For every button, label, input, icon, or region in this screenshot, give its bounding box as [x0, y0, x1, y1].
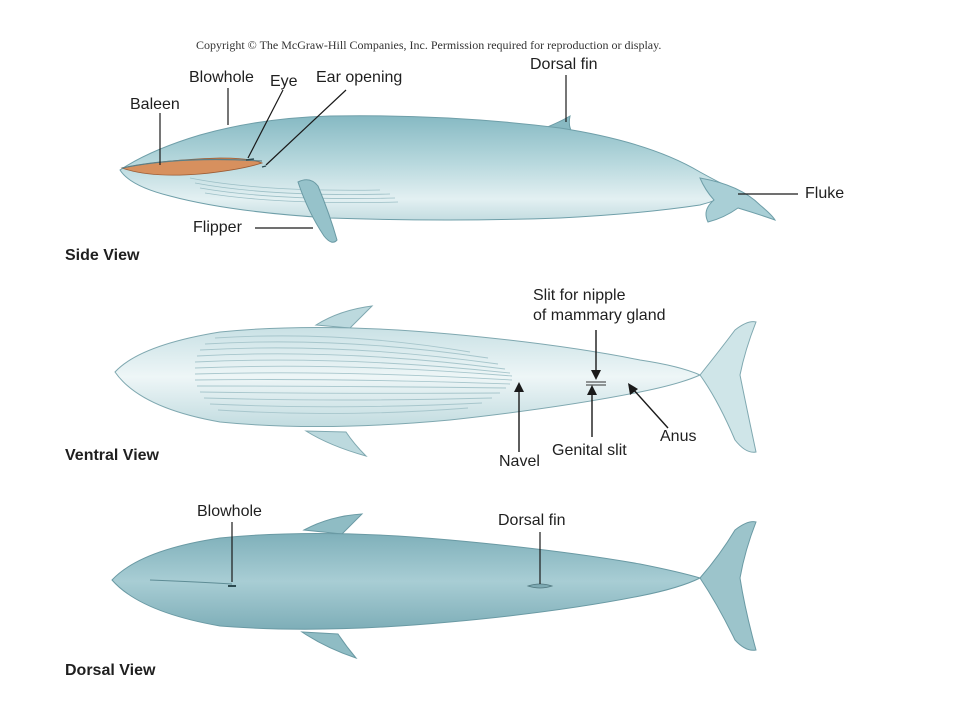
copyright-notice: Copyright © The McGraw-Hill Companies, I…: [196, 38, 662, 52]
side-view-whale: [119, 114, 777, 243]
ventral-bottom-flipper: [304, 430, 368, 457]
label-ventral-nipple-slit-1: Slit for nipple: [533, 287, 626, 304]
side-throat-grooves: [189, 177, 399, 203]
label-ventral-nipple-slit-2: of mammary gland: [533, 307, 666, 324]
dorsal-fluke: [699, 521, 757, 651]
ventral-top-flipper: [314, 305, 374, 329]
side-leader-lines: [159, 75, 798, 229]
side-fluke: [699, 177, 777, 223]
dorsal-bottom-flipper: [300, 631, 358, 660]
dorsal-leader-lines: [231, 522, 541, 584]
label-ventral-navel: Navel: [499, 453, 540, 470]
dorsal-view-title: Dorsal View: [65, 662, 156, 679]
ventral-throat-grooves: [194, 335, 513, 415]
label-dorsal-blowhole: Blowhole: [197, 503, 262, 520]
label-side-dorsal-fin: Dorsal fin: [530, 56, 598, 73]
label-side-fluke: Fluke: [805, 185, 845, 202]
label-ventral-genital-slit: Genital slit: [552, 442, 627, 459]
ventral-view-whale: [114, 305, 757, 457]
label-side-flipper: Flipper: [193, 219, 242, 236]
dorsal-view-whale: [111, 513, 757, 660]
side-view-title: Side View: [65, 247, 140, 264]
dorsal-top-flipper: [302, 513, 364, 535]
side-flipper: [297, 179, 338, 243]
label-side-ear-opening: Ear opening: [316, 69, 403, 86]
label-ventral-anus: Anus: [660, 428, 697, 445]
ventral-fluke: [699, 321, 757, 453]
label-side-baleen: Baleen: [130, 96, 180, 113]
dorsal-body: [111, 532, 702, 630]
ventral-view-title: Ventral View: [65, 447, 159, 464]
label-side-eye: Eye: [270, 73, 298, 90]
label-side-blowhole: Blowhole: [189, 69, 254, 86]
label-dorsal-dorsal-fin: Dorsal fin: [498, 512, 566, 529]
ventral-leader-arrows: [514, 330, 669, 452]
